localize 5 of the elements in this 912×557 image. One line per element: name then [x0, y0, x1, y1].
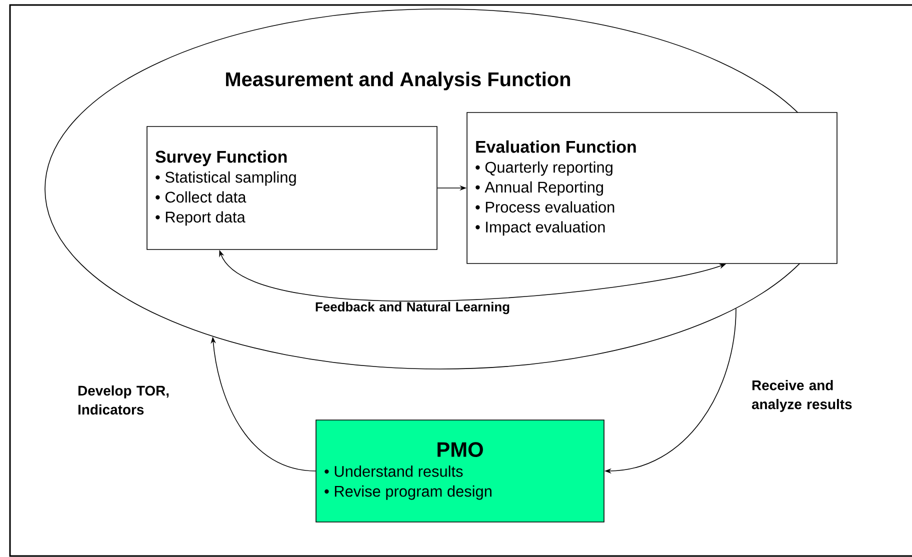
pmo-box: PMO • Understand results • Revise program design: [316, 420, 604, 522]
edge-label: Develop TOR, Indicators: [78, 385, 169, 415]
edge-label: Receive and analyze results: [752, 380, 852, 412]
function-box: Survey Function • Statistical sampling • Collect data • Report data: [146, 126, 438, 250]
edge-label: Feedback and Natural Learning: [316, 302, 510, 314]
